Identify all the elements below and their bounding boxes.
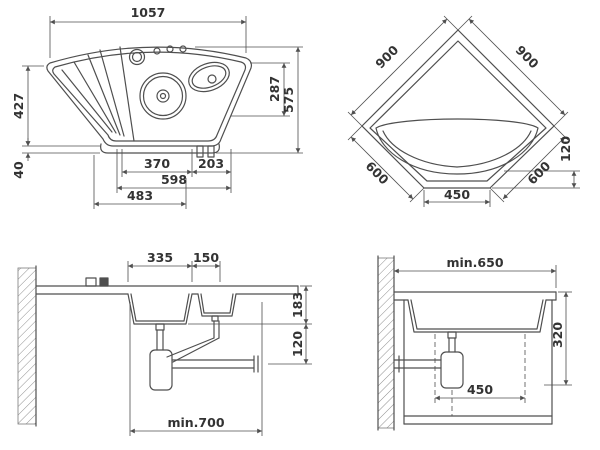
side-plumbing-trap bbox=[393, 337, 464, 389]
dim-back-edge-left: 900 bbox=[372, 42, 401, 71]
front-worktop bbox=[35, 265, 299, 427]
small-bowl bbox=[188, 61, 230, 93]
dim-overall-depth: 575 bbox=[281, 87, 296, 113]
main-bowl bbox=[139, 72, 187, 120]
dim-small-bowl-span: 203 bbox=[198, 156, 224, 171]
front-section-view: 335 150 183 120 min.700 bbox=[17, 250, 312, 436]
front-bowls bbox=[127, 293, 237, 331]
side-bowl bbox=[407, 299, 547, 339]
side-cabinet bbox=[403, 299, 553, 425]
dim-side-edge-right: 600 bbox=[524, 158, 553, 187]
wall-hatch-left bbox=[17, 267, 37, 425]
dim-min-cabinet-width: min.700 bbox=[167, 415, 224, 430]
dim-min-worktop-depth: min.650 bbox=[446, 255, 503, 270]
dim-base-depth: 450 bbox=[467, 382, 493, 397]
side-extension-lines bbox=[434, 265, 572, 416]
corner-dimension-lines bbox=[350, 18, 577, 205]
dim-front-edge-width: 450 bbox=[444, 187, 470, 202]
side-dimension-lines bbox=[394, 268, 569, 401]
dim-overall-width: 1057 bbox=[131, 5, 166, 20]
front-dimension-lines bbox=[128, 263, 309, 434]
top-view-dimension-lines bbox=[25, 19, 301, 207]
dim-front-edge-depth: 120 bbox=[558, 136, 573, 162]
dim-small-bowl-width: 150 bbox=[193, 250, 219, 265]
dim-lower-span: 483 bbox=[127, 188, 153, 203]
dim-side-edge-left: 600 bbox=[363, 158, 392, 187]
sink-top-view: 1057 427 40 287 575 370 203 598 483 bbox=[11, 5, 303, 209]
side-worktop bbox=[377, 255, 557, 431]
side-section-view: min.650 320 450 bbox=[377, 255, 572, 431]
front-extension-lines bbox=[127, 261, 312, 436]
dim-bowl-depth: 183 bbox=[290, 292, 305, 318]
dim-bowls-total-span: 598 bbox=[161, 172, 187, 187]
faucet-holes bbox=[128, 45, 187, 66]
dim-main-bowl-span: 370 bbox=[144, 156, 170, 171]
dim-right-inner-depth: 287 bbox=[267, 76, 282, 102]
corner-installation-view: 900 900 600 600 450 120 bbox=[347, 15, 580, 207]
dim-left-depth: 427 bbox=[11, 93, 26, 119]
dim-install-height: 320 bbox=[550, 322, 565, 348]
dim-main-bowl-width: 335 bbox=[147, 250, 173, 265]
wall-hatch-side bbox=[377, 257, 395, 429]
dim-front-rail: 40 bbox=[11, 161, 26, 179]
drainboard-ribs bbox=[61, 46, 135, 142]
front-plumbing-trap bbox=[149, 320, 259, 391]
dim-drain-clearance: 120 bbox=[290, 331, 305, 357]
